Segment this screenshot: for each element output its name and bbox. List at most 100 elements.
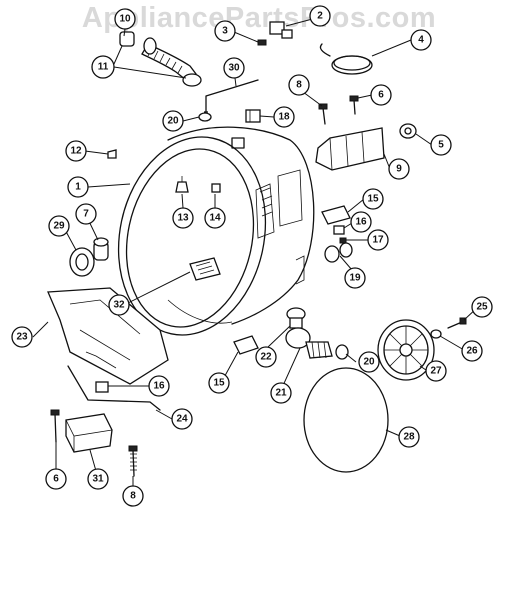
part-bolt-25 xyxy=(447,317,467,329)
part-clip-12 xyxy=(107,149,117,159)
part-pad-32 xyxy=(189,257,221,281)
part-connector xyxy=(269,21,293,39)
part-bolt-6-top xyxy=(349,95,359,115)
callout-label: 14 xyxy=(209,213,221,224)
callout-label: 1 xyxy=(75,182,81,193)
callout-label: 21 xyxy=(275,388,287,399)
callout-label: 17 xyxy=(372,235,384,246)
callout-label: 6 xyxy=(378,90,384,101)
callout: 9 xyxy=(388,158,410,180)
callout-label: 24 xyxy=(176,414,188,425)
callout: 12 xyxy=(65,140,87,162)
part-duct-23 xyxy=(47,287,169,385)
callout: 6 xyxy=(45,468,67,490)
part-pad-15-right xyxy=(321,205,351,225)
callout: 15 xyxy=(208,372,230,394)
callout-label: 20 xyxy=(167,116,179,127)
part-bent-tube xyxy=(204,79,259,113)
callout: 28 xyxy=(398,426,420,448)
callout-label: 16 xyxy=(355,217,367,228)
callout: 25 xyxy=(471,296,493,318)
part-rod-24 xyxy=(67,365,161,411)
callout-label: 27 xyxy=(430,366,442,377)
callout: 2 xyxy=(309,5,331,27)
callout-label: 19 xyxy=(349,273,361,284)
part-belt-28 xyxy=(303,367,389,473)
callout: 20 xyxy=(162,110,184,132)
callout-label: 23 xyxy=(16,332,28,343)
part-tub-1 xyxy=(117,126,315,336)
callout-label: 26 xyxy=(466,346,478,357)
callout-label: 15 xyxy=(367,194,379,205)
part-hose-top xyxy=(119,31,202,87)
callout-label: 10 xyxy=(119,14,131,25)
callout: 5 xyxy=(430,134,452,156)
callout-label: 7 xyxy=(83,209,89,220)
callout-label: 29 xyxy=(53,221,65,232)
part-duct-9 xyxy=(315,127,385,171)
callout: 17 xyxy=(367,229,389,251)
callout: 20 xyxy=(358,351,380,373)
part-clamp-20-lower xyxy=(335,344,349,360)
callout: 3 xyxy=(214,20,236,42)
part-14 xyxy=(211,183,221,193)
callout-label: 20 xyxy=(363,357,375,368)
part-pump-21 xyxy=(285,327,333,359)
callout-label: 25 xyxy=(476,302,488,313)
callout-label: 13 xyxy=(177,213,189,224)
callout: 26 xyxy=(461,340,483,362)
callout: 27 xyxy=(425,360,447,382)
callout: 32 xyxy=(108,294,130,316)
callout: 21 xyxy=(270,382,292,404)
callout: 19 xyxy=(344,267,366,289)
callout: 14 xyxy=(204,207,226,229)
part-washer-26 xyxy=(430,329,442,339)
callout: 29 xyxy=(48,215,70,237)
callout: 1 xyxy=(67,176,89,198)
callout-label: 32 xyxy=(113,300,125,311)
part-13 xyxy=(175,176,189,193)
callout-label: 22 xyxy=(260,352,272,363)
part-clip-16-left xyxy=(95,381,109,393)
part-block-31 xyxy=(65,413,113,453)
part-ring-29 xyxy=(69,247,95,277)
callout-label: 8 xyxy=(130,491,136,502)
part-screw-small xyxy=(257,39,267,46)
callout-label: 8 xyxy=(296,80,302,91)
callout: 15 xyxy=(362,188,384,210)
callout: 7 xyxy=(75,203,97,225)
part-clip-16-right xyxy=(333,225,345,235)
part-pump-19 xyxy=(324,242,353,263)
part-pulley-27 xyxy=(377,319,435,381)
callout-label: 9 xyxy=(396,164,402,175)
callout: 10 xyxy=(114,8,136,30)
callout-label: 31 xyxy=(92,474,104,485)
callout: 22 xyxy=(255,346,277,368)
callout: 16 xyxy=(350,211,372,233)
part-screw-17 xyxy=(339,237,347,244)
callout-label: 15 xyxy=(213,378,225,389)
part-pad-15-lower xyxy=(233,335,259,355)
callout-label: 4 xyxy=(418,35,424,46)
part-coiled-hose xyxy=(319,43,373,75)
callout: 11 xyxy=(91,55,115,79)
callout-label: 30 xyxy=(228,63,240,74)
callout: 16 xyxy=(148,375,170,397)
callout-label: 18 xyxy=(278,112,290,123)
callout: 18 xyxy=(273,106,295,128)
part-grommet-5 xyxy=(399,123,417,139)
callout: 30 xyxy=(223,57,245,79)
callout-label: 2 xyxy=(317,11,323,22)
callout-label: 11 xyxy=(98,62,109,73)
part-bracket-18 xyxy=(245,109,261,123)
callout-label: 6 xyxy=(53,474,59,485)
callout: 13 xyxy=(172,207,194,229)
part-clamp-20-top xyxy=(198,112,212,122)
callout-label: 12 xyxy=(70,146,82,157)
callout: 4 xyxy=(410,29,432,51)
callout: 24 xyxy=(171,408,193,430)
part-bolt-6-bottom xyxy=(50,409,60,443)
callout-label: 28 xyxy=(403,432,415,443)
part-bolt-8-bottom xyxy=(128,445,138,477)
